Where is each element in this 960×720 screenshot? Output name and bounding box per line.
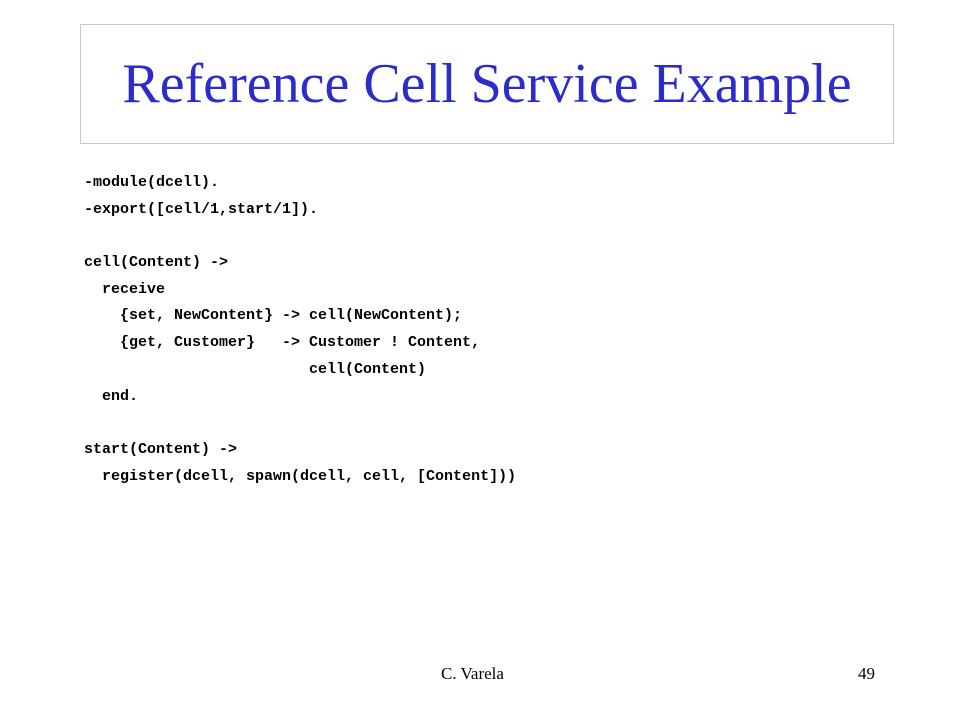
code-line: {set, NewContent} -> cell(NewContent); xyxy=(84,307,463,325)
code-line: register(dcell, spawn(dcell, cell, [Cont… xyxy=(84,467,517,485)
code-line: end. xyxy=(84,387,139,405)
code-line: receive xyxy=(84,280,166,298)
code-line: start(Content) -> xyxy=(84,440,238,458)
code-line: cell(Content) xyxy=(84,360,427,378)
code-line xyxy=(84,223,516,250)
code-line: -module(dcell). xyxy=(84,174,220,191)
code-line xyxy=(84,410,516,437)
code-line: {get, Customer} -> Customer ! Content, xyxy=(84,334,481,352)
page-number: 49 xyxy=(858,664,875,683)
footer-author: C. Varela xyxy=(441,664,504,683)
code-line: -export([cell/1,start/1]). xyxy=(84,200,319,218)
title-box: Reference Cell Service Example xyxy=(80,24,894,144)
code-line: cell(Content) -> xyxy=(84,254,229,272)
slide-title: Reference Cell Service Example xyxy=(122,53,852,115)
code-block: -module(dcell). -export([cell/1,start/1])… xyxy=(84,170,516,490)
